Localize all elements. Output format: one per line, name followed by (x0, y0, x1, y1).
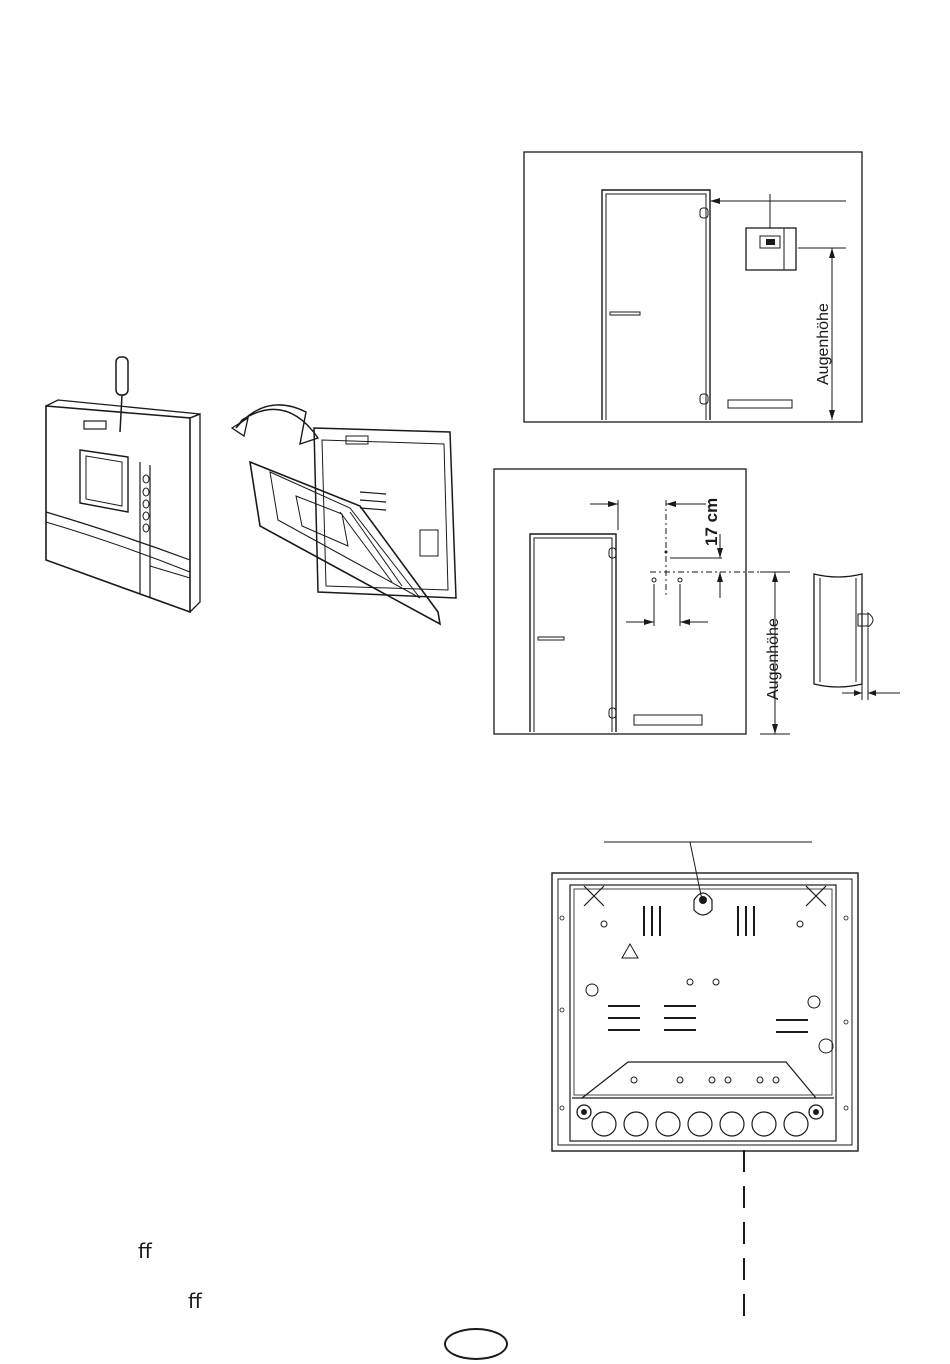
mounting-keyhole (694, 893, 712, 915)
corner-marks (584, 886, 833, 1053)
ligature-text-2: ff (188, 1291, 202, 1311)
warning-triangle-icon (622, 944, 638, 958)
cable-entries (592, 1112, 808, 1136)
screw-points (631, 979, 779, 1083)
page-number-badge (444, 1328, 508, 1360)
ligature-text-1: ff (138, 1241, 152, 1261)
ventilation-slots (608, 906, 808, 1032)
